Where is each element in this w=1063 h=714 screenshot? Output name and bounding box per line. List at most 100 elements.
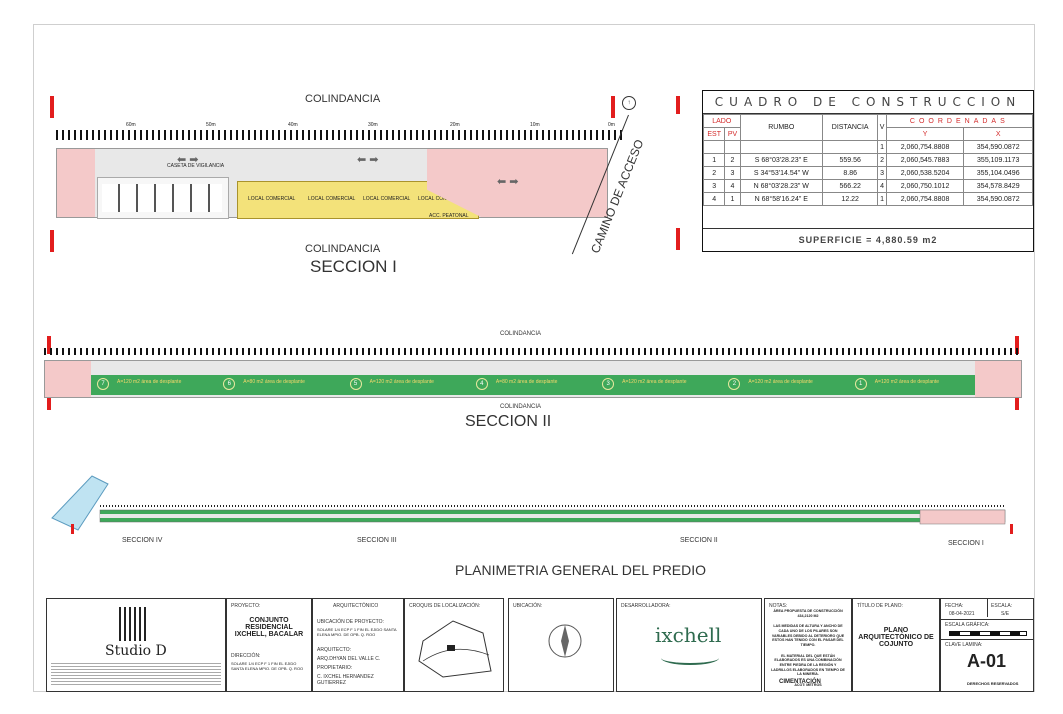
north-arrow-icon: ↑ xyxy=(622,96,636,110)
lot-label: LOCAL COMERCIAL xyxy=(308,196,356,202)
cimentacion-label: CIMENTACIÓN xyxy=(779,679,821,685)
compass-icon xyxy=(548,624,582,658)
sheet-key-label: CLAVE LAMINA: xyxy=(945,642,983,648)
ruler-mark: 20m xyxy=(450,122,460,128)
lot-area: A=120 m2 área de desplante xyxy=(748,379,813,385)
section1-marker-left-bottom xyxy=(50,230,54,252)
plan-title: PLANO ARQUITECTÓNICO DE COJUNTO xyxy=(858,627,934,648)
lot-area: A=80 m2 área de desplante xyxy=(495,379,558,385)
architect-cell: ARQUITECTÓNICO UBICACIÓN DE PROYECTO: SO… xyxy=(312,598,404,692)
rights-label: DERECHOS RESERVADOS xyxy=(967,681,1019,686)
lot-area: A=80 m2 área de desplante xyxy=(243,379,305,385)
arrow-left-icon: ⬅ ➡ xyxy=(177,154,199,166)
ruler-mark: 0m xyxy=(608,122,615,128)
planimetry-section1-block xyxy=(919,509,1006,525)
arch-label: ARQUITECTÓNICO xyxy=(333,603,379,609)
croquis-label: CROQUIS DE LOCALIZACIÓN: xyxy=(409,603,481,609)
arrow-left-icon: ⬅ ➡ xyxy=(357,154,379,166)
ubicacion-cell: UBICACIÓN: xyxy=(508,598,614,692)
lot-area: A=120 m2 área de desplante xyxy=(874,379,940,385)
section2-right-garden xyxy=(975,361,1021,397)
lot-label: LOCAL COMERCIAL xyxy=(363,196,411,202)
project-name: CONJUNTO RESIDENCIAL IXCHELL, BACALAR xyxy=(234,617,304,638)
ubicacion-label: UBICACIÓN: xyxy=(513,603,543,609)
lot-number: 3 xyxy=(602,378,615,390)
lot-label: LOCAL COMERCIAL xyxy=(248,196,296,202)
lot-area: A=120 m2 área de desplante xyxy=(117,379,182,385)
section1-bottom-colindancia: COLINDANCIA xyxy=(305,243,381,255)
sheet-key: A-01 xyxy=(967,651,1007,671)
studio-logo-icon xyxy=(119,607,149,641)
developer-logo: ixchell xyxy=(655,623,722,647)
note-item: LAS MEDIDAS DE ALTURA Y ANCHO DE CADA UN… xyxy=(771,624,845,648)
planimetry-label-section1: SECCION I xyxy=(948,540,984,547)
section2-top-colindancia: COLINDANCIA xyxy=(500,331,542,337)
address-label: DIRECCIÓN: xyxy=(231,653,261,659)
section2-marker-left-bottom xyxy=(47,396,51,410)
planimetry-label-section3: SECCION III xyxy=(357,537,397,544)
marker xyxy=(71,524,74,534)
col-pv: PV xyxy=(724,127,741,141)
lot-area: A=120 m2 área de desplante xyxy=(622,379,687,385)
lot-label: LOCAL COMERCIAL xyxy=(418,196,466,202)
notes-label: NOTAS: xyxy=(769,603,788,609)
planimetry-road xyxy=(100,514,1005,518)
construction-table-grid: LADO RUMBO DISTANCIA V COORDENADAS EST P… xyxy=(702,114,1034,206)
location-text: SOLARE 1/4 ECP F 1 FIN EL EJIDO SANTA EL… xyxy=(317,627,397,637)
lot-number: 1 xyxy=(854,378,867,390)
project-label: PROYECTO: xyxy=(231,603,261,609)
architect-name: ARQ.DHYAN DEL VALLE C. xyxy=(317,656,381,662)
planimetry-title: PLANIMETRIA GENERAL DEL PREDIO xyxy=(455,562,707,578)
date-label: FECHA: xyxy=(945,603,964,609)
planimetry-label-section2: SECCION II xyxy=(680,537,718,544)
section1-top-colindancia: COLINDANCIA xyxy=(305,93,381,105)
brand-cell: Studio D xyxy=(46,598,226,692)
marker xyxy=(1010,524,1013,534)
plan-title-label: TÍTULO DE PLANO: xyxy=(857,603,903,609)
scale-value: S/E xyxy=(1001,611,1010,617)
note-item: ÁREA PROPUESTA DE CONSTRUCCIÓN 434,2120 … xyxy=(773,609,843,618)
planimetry-svg xyxy=(51,475,1013,534)
col-v: V xyxy=(877,114,887,141)
construction-table: CUADRO DE CONSTRUCCION LADO RUMBO DISTAN… xyxy=(702,90,1034,252)
superficie-total: SUPERFICIE = 4,880.59 m2 xyxy=(703,228,1033,251)
section2-lot-strip xyxy=(91,375,975,395)
developer-cell: DESARROLLADORA: ixchell xyxy=(616,598,762,692)
lot-area: A=120 m2 área de desplante xyxy=(369,379,434,385)
ruler-mark: 30m xyxy=(368,122,378,128)
section1-site-plan: LOCAL COMERCIAL LOCAL COMERCIAL LOCAL CO… xyxy=(56,148,608,219)
col-est: EST xyxy=(702,127,726,141)
left-garden xyxy=(57,149,95,217)
lot-number: 5 xyxy=(349,378,362,390)
parking-stalls xyxy=(102,184,222,212)
guard-label: CASETA DE VIGILANCIA xyxy=(167,163,225,169)
arrow-right-icon: ⬅ ➡ xyxy=(497,176,519,188)
sheet-info-cell: FECHA: 08-04-2021 ESCALA: S/E ESCALA GRÁ… xyxy=(940,598,1034,692)
ruler-mark: 50m xyxy=(206,122,216,128)
commercial-block: LOCAL COMERCIAL LOCAL COMERCIAL LOCAL CO… xyxy=(237,181,479,219)
croquis-cell: CROQUIS DE LOCALIZACIÓN: xyxy=(404,598,504,692)
lot-number: 2 xyxy=(728,378,741,390)
lagoon-shape xyxy=(51,475,109,531)
section2-marker-right-bottom xyxy=(1015,396,1019,410)
address-text: SOLARE 1/4 ECP F 1 FIN EL EJIDO SANTA EL… xyxy=(231,661,304,671)
col-y: Y xyxy=(885,127,965,141)
road-marker-top xyxy=(676,96,680,114)
col-lado: LADO xyxy=(703,114,741,128)
acot-label: ACOT: METROS xyxy=(794,683,822,688)
disclaimer-text xyxy=(51,663,221,685)
brand-name: Studio D xyxy=(105,643,167,659)
section2-left-garden xyxy=(45,361,91,397)
col-x: X xyxy=(963,127,1033,141)
notes-text: ÁREA PROPUESTA DE CONSTRUCCIÓN 434,2120 … xyxy=(769,609,847,688)
road-marker-bottom xyxy=(676,228,680,250)
section2-scale-ruler xyxy=(44,348,1020,355)
project-cell: PROYECTO: CONJUNTO RESIDENCIAL IXCHELL, … xyxy=(226,598,312,692)
section1-marker-left-top xyxy=(50,96,54,118)
section1-marker-right-top xyxy=(611,96,615,118)
croquis-map-icon xyxy=(418,620,492,678)
